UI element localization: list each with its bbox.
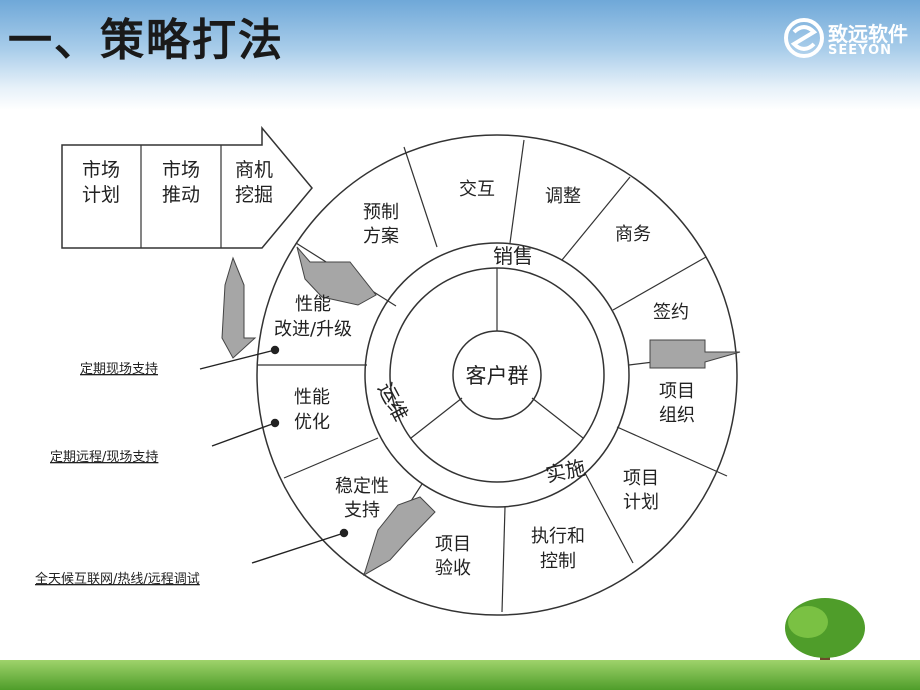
segment-proj-org-line1: 项目	[659, 381, 695, 402]
tree-decoration	[785, 598, 865, 666]
arrow-sign	[649, 339, 741, 369]
segment-proj-plan-line2: 计划	[623, 492, 659, 513]
center-label: 客户群	[466, 364, 529, 388]
page-title: 一、策略打法	[8, 15, 284, 66]
segment-sign: 签约	[653, 302, 689, 323]
logo-name: 致远软件	[828, 22, 908, 46]
market-arrow: 市场 计划 市场 推动 商机 挖掘	[61, 125, 313, 249]
segment-perf-opt-line2: 优化	[294, 412, 330, 433]
callout-remote: 定期远程/现场支持	[50, 450, 158, 465]
segment-preplan-line2: 方案	[363, 226, 399, 247]
arrow-cell-3-line1: 商机	[235, 159, 273, 181]
callout-onsite: 定期现场支持	[80, 362, 158, 377]
segment-perf-up-line2: 改进/升级	[274, 319, 352, 340]
segment-proj-accept-line2: 验收	[435, 558, 471, 579]
segment-interact: 交互	[459, 179, 495, 200]
down-arrow	[221, 256, 257, 359]
segment-preplan-line1: 预制	[363, 202, 399, 223]
arrow-cell-3-line2: 挖掘	[235, 184, 273, 206]
wheel	[256, 134, 738, 616]
arrow-cell-2-line2: 推动	[162, 184, 200, 206]
arrow-pre-sales	[296, 246, 377, 306]
segment-perf-up-line1: 性能	[295, 294, 331, 315]
arrow-cell-1-line1: 市场	[82, 159, 120, 181]
sky-background	[0, 0, 920, 110]
segment-adjust: 调整	[545, 186, 581, 207]
segment-proj-plan-line1: 项目	[623, 468, 659, 489]
segment-exec-ctrl-line1: 执行和	[531, 526, 585, 547]
segment-stable-line1: 稳定性	[335, 476, 389, 497]
callout-allday: 全天候互联网/热线/远程调试	[35, 571, 200, 587]
logo-swirl-icon	[784, 18, 824, 58]
ground-strip	[0, 660, 920, 690]
seeyon-logo: 致远软件 SEEYON	[784, 16, 914, 66]
segment-business: 商务	[615, 224, 651, 245]
ring-label-sales: 销售	[493, 244, 533, 268]
arrow-accept	[363, 496, 436, 577]
segment-proj-org-line2: 组织	[659, 405, 695, 426]
logo-sub: SEEYON	[828, 43, 893, 58]
segment-stable-line2: 支持	[344, 500, 380, 521]
arrow-cell-2-line1: 市场	[162, 159, 200, 181]
arrow-cell-1-line2: 计划	[82, 184, 120, 206]
segment-exec-ctrl-line2: 控制	[540, 551, 576, 572]
segment-proj-accept-line1: 项目	[435, 534, 471, 555]
segment-perf-opt-line1: 性能	[294, 387, 330, 408]
